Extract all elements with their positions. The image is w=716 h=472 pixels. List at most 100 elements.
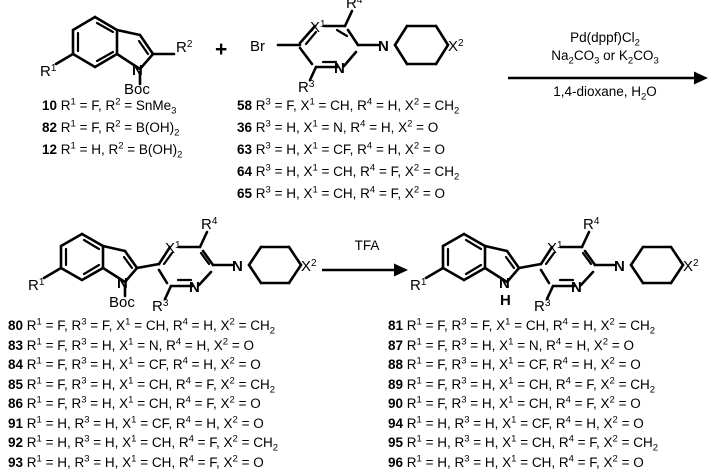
- product-nh-r3-label: R3: [534, 298, 551, 315]
- compound-entry-84: 84 R1 = F, R3 = H, X1 = CF, R4 = H, X2 =…: [8, 355, 261, 372]
- compound-entry-64: 64 R3 = H, X1 = CH, R4 = F, X2 = CH2: [237, 162, 460, 183]
- compound-number: 83: [8, 337, 24, 353]
- base-label: Na2CO3 or K2CO3: [551, 48, 659, 67]
- compound-number: 36: [237, 120, 253, 135]
- compound-number: 87: [388, 337, 404, 353]
- bromo-heteroaryl-r4-label: R4: [346, 0, 363, 12]
- bromo-heteroaryl-r3-label: R3: [298, 79, 315, 96]
- compound-number: 80: [8, 318, 24, 333]
- bromo-heteroaryl-br-label: Br: [250, 38, 265, 55]
- compound-number: 84: [8, 357, 24, 372]
- compound-substituents: R1 = F, R3 = H, X1 = CF, R4 = H, X2 = O: [23, 355, 261, 372]
- product-nh-n-label: N: [499, 275, 510, 292]
- condition-line-catalyst: Pd(dppf)Cl2: [510, 30, 700, 49]
- compound-entry-96: 96 R1 = H, R3 = H, X1 = CH, R4 = F, X2 =…: [388, 453, 644, 470]
- compound-entry-81: 81 R1 = F, R3 = F, X1 = CH, R4 = H, X2 =…: [388, 316, 656, 337]
- compound-number: 90: [388, 396, 404, 411]
- compound-substituents: R1 = F, R3 = F, X1 = CH, R4 = H, X2 = CH…: [23, 316, 276, 337]
- coupled-boc-amine-n-label: N: [232, 258, 243, 275]
- compound-entry-88: 88 R1 = F, R3 = H, X1 = CF, R4 = H, X2 =…: [388, 355, 641, 372]
- plus-operator: +: [215, 38, 228, 61]
- bromo-heteroaryl-ring-n-label: N: [334, 60, 345, 77]
- solvent-label: 1,4-dioxane, H2O: [553, 84, 657, 103]
- compound-entry-87: 87 R1 = F, R3 = H, X1 = N, R4 = H, X2 = …: [388, 336, 634, 353]
- indole-boc-r1-label: R1: [40, 63, 57, 80]
- compound-substituents: R1 = F, R3 = H, X1 = CH, R4 = F, X2 = CH…: [23, 375, 276, 396]
- compound-number: 58: [237, 98, 253, 113]
- compound-entry-36: 36 R3 = H, X1 = N, R4 = H, X2 = O: [237, 118, 439, 135]
- compound-entry-90: 90 R1 = F, R3 = H, X1 = CH, R4 = F, X2 =…: [388, 395, 641, 411]
- bromo-heteroaryl-x1-label: X1: [310, 19, 326, 36]
- compound-entry-92: 92 R1 = H, R3 = H, X1 = CH, R4 = F, X2 =…: [8, 433, 279, 454]
- condition-line-base: Na2CO3 or K2CO3: [510, 48, 700, 67]
- compound-number: 95: [388, 435, 404, 450]
- compound-number: 96: [388, 454, 404, 470]
- reaction-arrow-deprotection: [322, 262, 408, 278]
- compound-entry-12: 12 R1 = H, R2 = B(OH)2: [42, 140, 183, 161]
- product-nh-ring-n-label: N: [571, 279, 582, 296]
- condition-line-solvent: 1,4-dioxane, H2O: [510, 84, 700, 103]
- compound-substituents: R1 = H, R2 = B(OH)2: [57, 140, 183, 161]
- compound-number: 12: [42, 142, 58, 157]
- compound-number: 64: [237, 164, 253, 179]
- tfa-condition-label: TFA: [354, 238, 380, 253]
- coupled-boc-x1-label: X1: [165, 240, 181, 257]
- compound-substituents: R1 = F, R3 = H, X1 = CH, R4 = F, X2 = CH…: [403, 375, 656, 396]
- coupled-boc-r1-label: R1: [28, 277, 45, 294]
- compound-number: 63: [237, 142, 253, 157]
- compound-number: 92: [8, 435, 24, 450]
- compound-entry-58: 58 R3 = F, X1 = CH, R4 = H, X2 = CH2: [237, 96, 460, 117]
- structure-coupled-boc: R1 N Boc X1 R4 R3 N N X2: [28, 216, 328, 318]
- compound-number: 65: [237, 186, 253, 201]
- compound-substituents: R1 = F, R3 = H, X1 = N, R4 = H, X2 = O: [403, 336, 634, 353]
- compound-entry-91: 91 R1 = H, R3 = H, X1 = CF, R4 = H, X2 =…: [8, 414, 264, 431]
- compound-substituents: R1 = H, R3 = H, X1 = CF, R4 = H, X2 = O: [23, 414, 264, 431]
- coupled-boc-n-label: N: [117, 275, 128, 292]
- coupled-boc-boc-label: Boc: [109, 294, 135, 311]
- compound-number: 86: [8, 396, 24, 411]
- structure-product-nh: R1 N H X1 R4 R3 N N X2: [410, 216, 710, 318]
- compound-substituents: R1 = H, R3 = H, X1 = CF, R4 = H, X2 = O: [403, 414, 644, 431]
- compound-substituents: R1 = H, R3 = H, X1 = CH, R4 = F, X2 = O: [403, 453, 644, 470]
- coupled-boc-x2-label: X2: [301, 258, 317, 275]
- compound-entry-80: 80 R1 = F, R3 = F, X1 = CH, R4 = H, X2 =…: [8, 316, 276, 337]
- indole-boc-r2-label: R2: [176, 39, 193, 56]
- compound-substituents: R3 = F, X1 = CH, R4 = H, X2 = CH2: [252, 96, 460, 117]
- compound-number: 89: [388, 376, 404, 392]
- structure-bromo-heteroaryl: Br X1 R4 R3 N N X2: [248, 0, 498, 96]
- compound-substituents: R1 = F, R3 = F, X1 = CH, R4 = H, X2 = CH…: [403, 316, 656, 337]
- compound-substituents: R1 = F, R3 = H, X1 = CH, R4 = F, X2 = O: [23, 394, 261, 411]
- product-nh-r4-label: R4: [583, 216, 600, 233]
- compound-entry-65: 65 R3 = H, X1 = CH, R4 = F, X2 = O: [237, 185, 445, 201]
- compound-number: 88: [388, 357, 404, 372]
- product-nh-amine-n-label: N: [614, 258, 625, 275]
- compound-substituents: R3 = H, X1 = N, R4 = H, X2 = O: [252, 118, 439, 135]
- compound-substituents: R3 = H, X1 = CH, R4 = F, X2 = CH2: [252, 162, 460, 183]
- compound-entry-10: 10 R1 = F, R2 = SnMe3: [42, 96, 177, 117]
- product-nh-h-label: H: [500, 292, 511, 309]
- compound-entry-93: 93 R1 = H, R3 = H, X1 = CH, R4 = F, X2 =…: [8, 454, 264, 470]
- compound-entry-86: 86 R1 = F, R3 = H, X1 = CH, R4 = F, X2 =…: [8, 394, 261, 411]
- compound-entry-83: 83 R1 = F, R3 = H, X1 = N, R4 = H, X2 = …: [8, 337, 254, 353]
- compound-entry-89: 89 R1 = F, R3 = H, X1 = CH, R4 = F, X2 =…: [388, 375, 656, 396]
- catalyst-label: Pd(dppf)Cl2: [570, 30, 640, 49]
- bromo-heteroaryl-amine-n-label: N: [378, 38, 389, 55]
- coupled-boc-r4-label: R4: [201, 216, 218, 233]
- compound-number: 81: [388, 318, 404, 333]
- compound-number: 82: [42, 120, 58, 135]
- indole-boc-n-label: N: [132, 62, 143, 79]
- compound-entry-63: 63 R3 = H, X1 = CF, R4 = H, X2 = O: [237, 140, 446, 157]
- compound-substituents: R1 = F, R2 = B(OH)2: [57, 118, 180, 139]
- compound-substituents: R1 = F, R2 = SnMe3: [57, 96, 177, 117]
- compound-substituents: R3 = H, X1 = CF, R4 = H, X2 = O: [252, 140, 446, 157]
- structure-indole-boc: R1 N Boc R2: [40, 2, 210, 98]
- reaction-arrow-coupling: [508, 70, 708, 86]
- compound-number: 10: [42, 98, 58, 113]
- compound-substituents: R1 = F, R3 = H, X1 = CF, R4 = H, X2 = O: [403, 355, 641, 372]
- compound-number: 94: [388, 415, 404, 431]
- compound-substituents: R1 = H, R3 = H, X1 = CH, R4 = F, X2 = CH…: [403, 433, 659, 454]
- compound-number: 85: [8, 376, 24, 392]
- coupled-boc-ring-n-label: N: [189, 279, 200, 296]
- compound-substituents: R1 = H, R3 = H, X1 = CH, R4 = F, X2 = CH…: [23, 433, 279, 454]
- indole-boc-boc-label: Boc: [124, 81, 150, 98]
